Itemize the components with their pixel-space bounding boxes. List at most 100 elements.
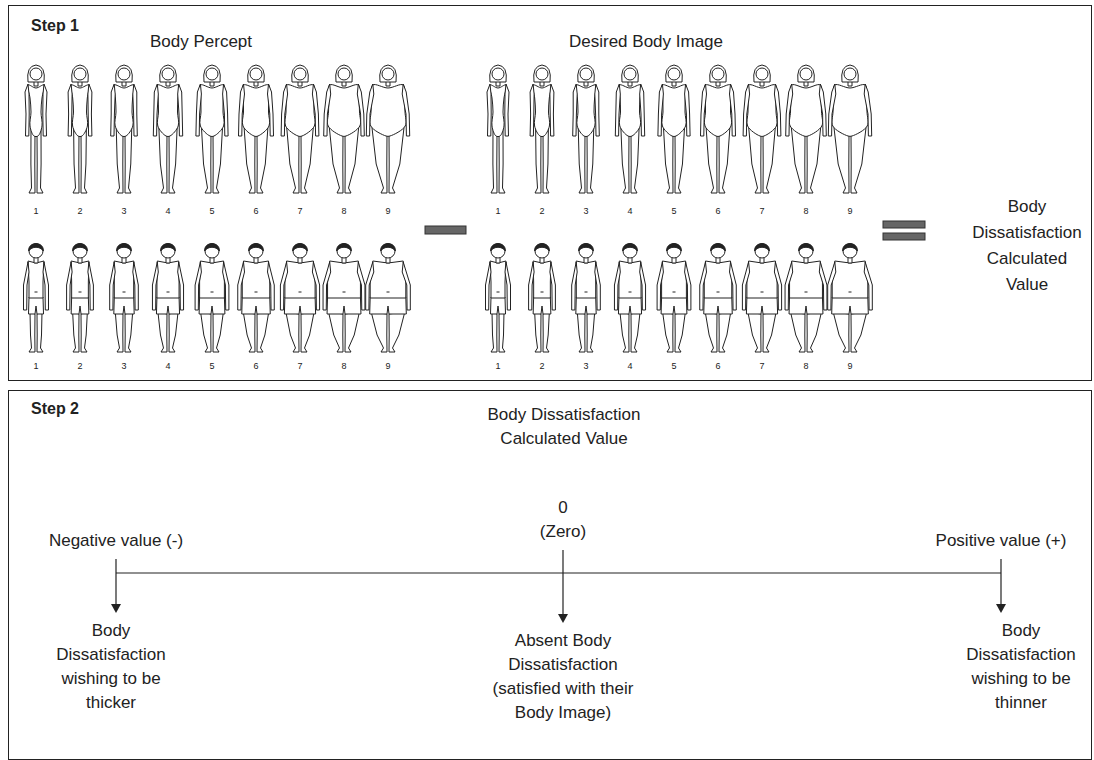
figure-arm (223, 262, 229, 310)
figure-torso (490, 85, 507, 137)
scale-description: Body Dissatisfaction wishing to be thick… (41, 619, 181, 715)
figure-leg (587, 312, 595, 352)
figure-leg (213, 312, 223, 352)
figure-hair (666, 65, 683, 82)
body-silhouette (614, 244, 645, 353)
figure-arm (819, 262, 827, 310)
figure-shorts (327, 297, 361, 314)
arrow-head (111, 604, 121, 613)
figure-arm (268, 84, 274, 136)
figure-head (250, 68, 262, 80)
figure-navel (255, 292, 258, 293)
figure-navel (497, 292, 500, 293)
figure-arm (238, 262, 245, 310)
figure-arm (828, 262, 836, 310)
figure-hair (843, 244, 858, 252)
figure-arm (785, 262, 793, 310)
figure-hair (381, 244, 396, 252)
figure-arm (487, 84, 491, 136)
figure-arm (864, 84, 872, 136)
figure-leg (535, 312, 541, 352)
figure-leg (125, 312, 133, 352)
figure-arm (43, 262, 49, 310)
figure-leg (389, 312, 405, 352)
figure-arm (550, 84, 554, 136)
figure-head (668, 68, 680, 80)
figure-number: 6 (248, 206, 264, 216)
figure-arm (111, 84, 116, 136)
figure-arm (366, 262, 374, 310)
figure-arm (312, 84, 319, 136)
figure-number: 4 (160, 206, 176, 216)
figure-torso (242, 85, 269, 137)
figure-shorts (491, 297, 506, 314)
figure-arm (152, 262, 158, 310)
figure-leg (833, 312, 849, 352)
figure-number: 3 (116, 206, 132, 216)
body-silhouette (323, 244, 365, 353)
figure-hair (798, 65, 815, 82)
figure-number: 5 (666, 206, 682, 216)
figure-leg (705, 312, 717, 352)
figure-leg (663, 312, 673, 352)
figure-leg (851, 312, 867, 352)
arrow-shaft (1000, 559, 1001, 605)
figure-shorts (832, 297, 869, 314)
body-silhouette (366, 65, 409, 193)
figure-head (756, 68, 768, 80)
body-silhouette (658, 65, 690, 193)
figure-arm (43, 84, 47, 136)
figure-arm (730, 262, 737, 310)
figure-hair (710, 65, 727, 82)
figure-torso (200, 85, 225, 137)
figure-number: 6 (710, 206, 726, 216)
figure-head (623, 244, 637, 258)
figure-shorts (746, 297, 777, 314)
figure-head (205, 244, 219, 258)
figure-arm (640, 84, 645, 136)
figure-navel (343, 292, 346, 293)
figure-shorts (114, 297, 134, 314)
figure-hair (667, 244, 682, 252)
figure-arm (357, 84, 364, 136)
figure-arm (223, 84, 229, 136)
figure-head (293, 244, 307, 258)
figure-hair (623, 244, 638, 252)
body-silhouette (239, 65, 274, 193)
figure-head (73, 244, 87, 258)
figure-arm (573, 84, 578, 136)
figure-arm (324, 84, 331, 136)
figure-arm (280, 262, 287, 310)
figure-leg (243, 312, 255, 352)
figure-arm (530, 84, 534, 136)
figure-hair (249, 244, 264, 252)
figure-leg (286, 312, 299, 352)
figure-leg (169, 312, 178, 352)
figure-shorts (156, 297, 179, 314)
figure-head (161, 244, 175, 258)
body-silhouette (67, 244, 94, 353)
figure-shirt (704, 261, 732, 298)
figure-arm (529, 262, 535, 310)
figure-torso (747, 85, 777, 137)
figure-hair (380, 65, 397, 82)
figure-shorts (29, 297, 44, 314)
body-silhouette (700, 244, 737, 353)
figure-head (580, 68, 592, 80)
figure-torso (327, 85, 360, 137)
body-silhouette (786, 65, 827, 193)
figure-leg (748, 312, 761, 352)
figure-arm (133, 84, 138, 136)
figure-arm (572, 262, 578, 310)
scale-description: Absent Body Dissatisfaction (satisfied w… (473, 629, 653, 725)
figure-arm (402, 262, 410, 310)
figure-number: 2 (72, 206, 88, 216)
figure-arm (774, 84, 781, 136)
figure-arm (110, 262, 116, 310)
figure-hair (842, 65, 859, 82)
figure-navel (805, 292, 808, 293)
figure-arm (828, 84, 836, 136)
figure-head (74, 68, 86, 80)
figure-number: 4 (622, 206, 638, 216)
figure-shorts (284, 297, 315, 314)
